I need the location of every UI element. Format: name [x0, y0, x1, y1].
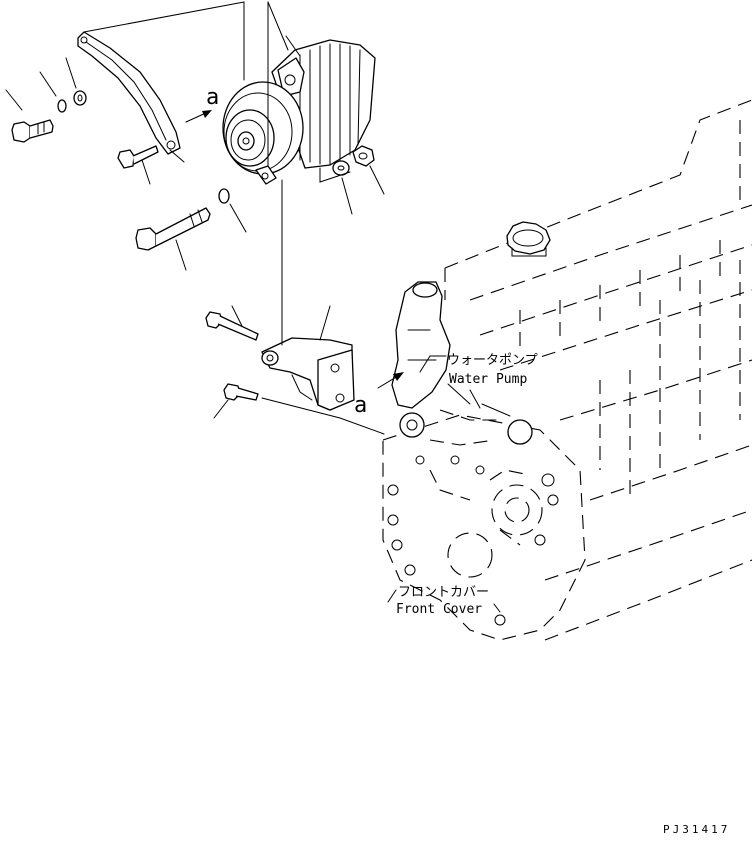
adjusting-arm: [77, 31, 181, 155]
nut-right: [352, 145, 375, 167]
ref-letter-a-lower: a: [354, 393, 367, 418]
alternator: [222, 39, 376, 185]
front-cover-label-jp: フロントカバー: [398, 585, 489, 600]
water-pump: [391, 281, 533, 446]
flange-bolt-upper: [117, 145, 159, 169]
washer-long-bolt: [218, 188, 230, 204]
ref-letter-a-upper: a: [206, 85, 219, 110]
flat-washer-upper: [73, 90, 87, 106]
flange-bolt-lower: [223, 383, 259, 401]
reference-arrow-upper: [185, 110, 212, 123]
reference-arrow-icon: [393, 372, 404, 381]
water-pump-label-en: Water Pump: [449, 372, 527, 387]
reference-arrow-lower: [377, 372, 404, 389]
engine-block: [444, 99, 752, 641]
long-bolt: [135, 207, 211, 251]
water-pump-label-jp: ウォータポンプ: [447, 353, 538, 368]
reference-arrow-icon: [202, 110, 212, 118]
lock-washer-upper: [57, 99, 67, 113]
front-cover-label-en: Front Cover: [396, 602, 482, 617]
bracket-bolt: [205, 311, 259, 341]
bolt-upper-left: [11, 119, 54, 143]
alternator-bracket: [261, 337, 355, 411]
front-cover: [382, 414, 586, 641]
reference-lines: [5, 1, 501, 613]
oil-filler-cap: [506, 221, 551, 257]
drawing-id: PJ31417: [663, 823, 730, 836]
